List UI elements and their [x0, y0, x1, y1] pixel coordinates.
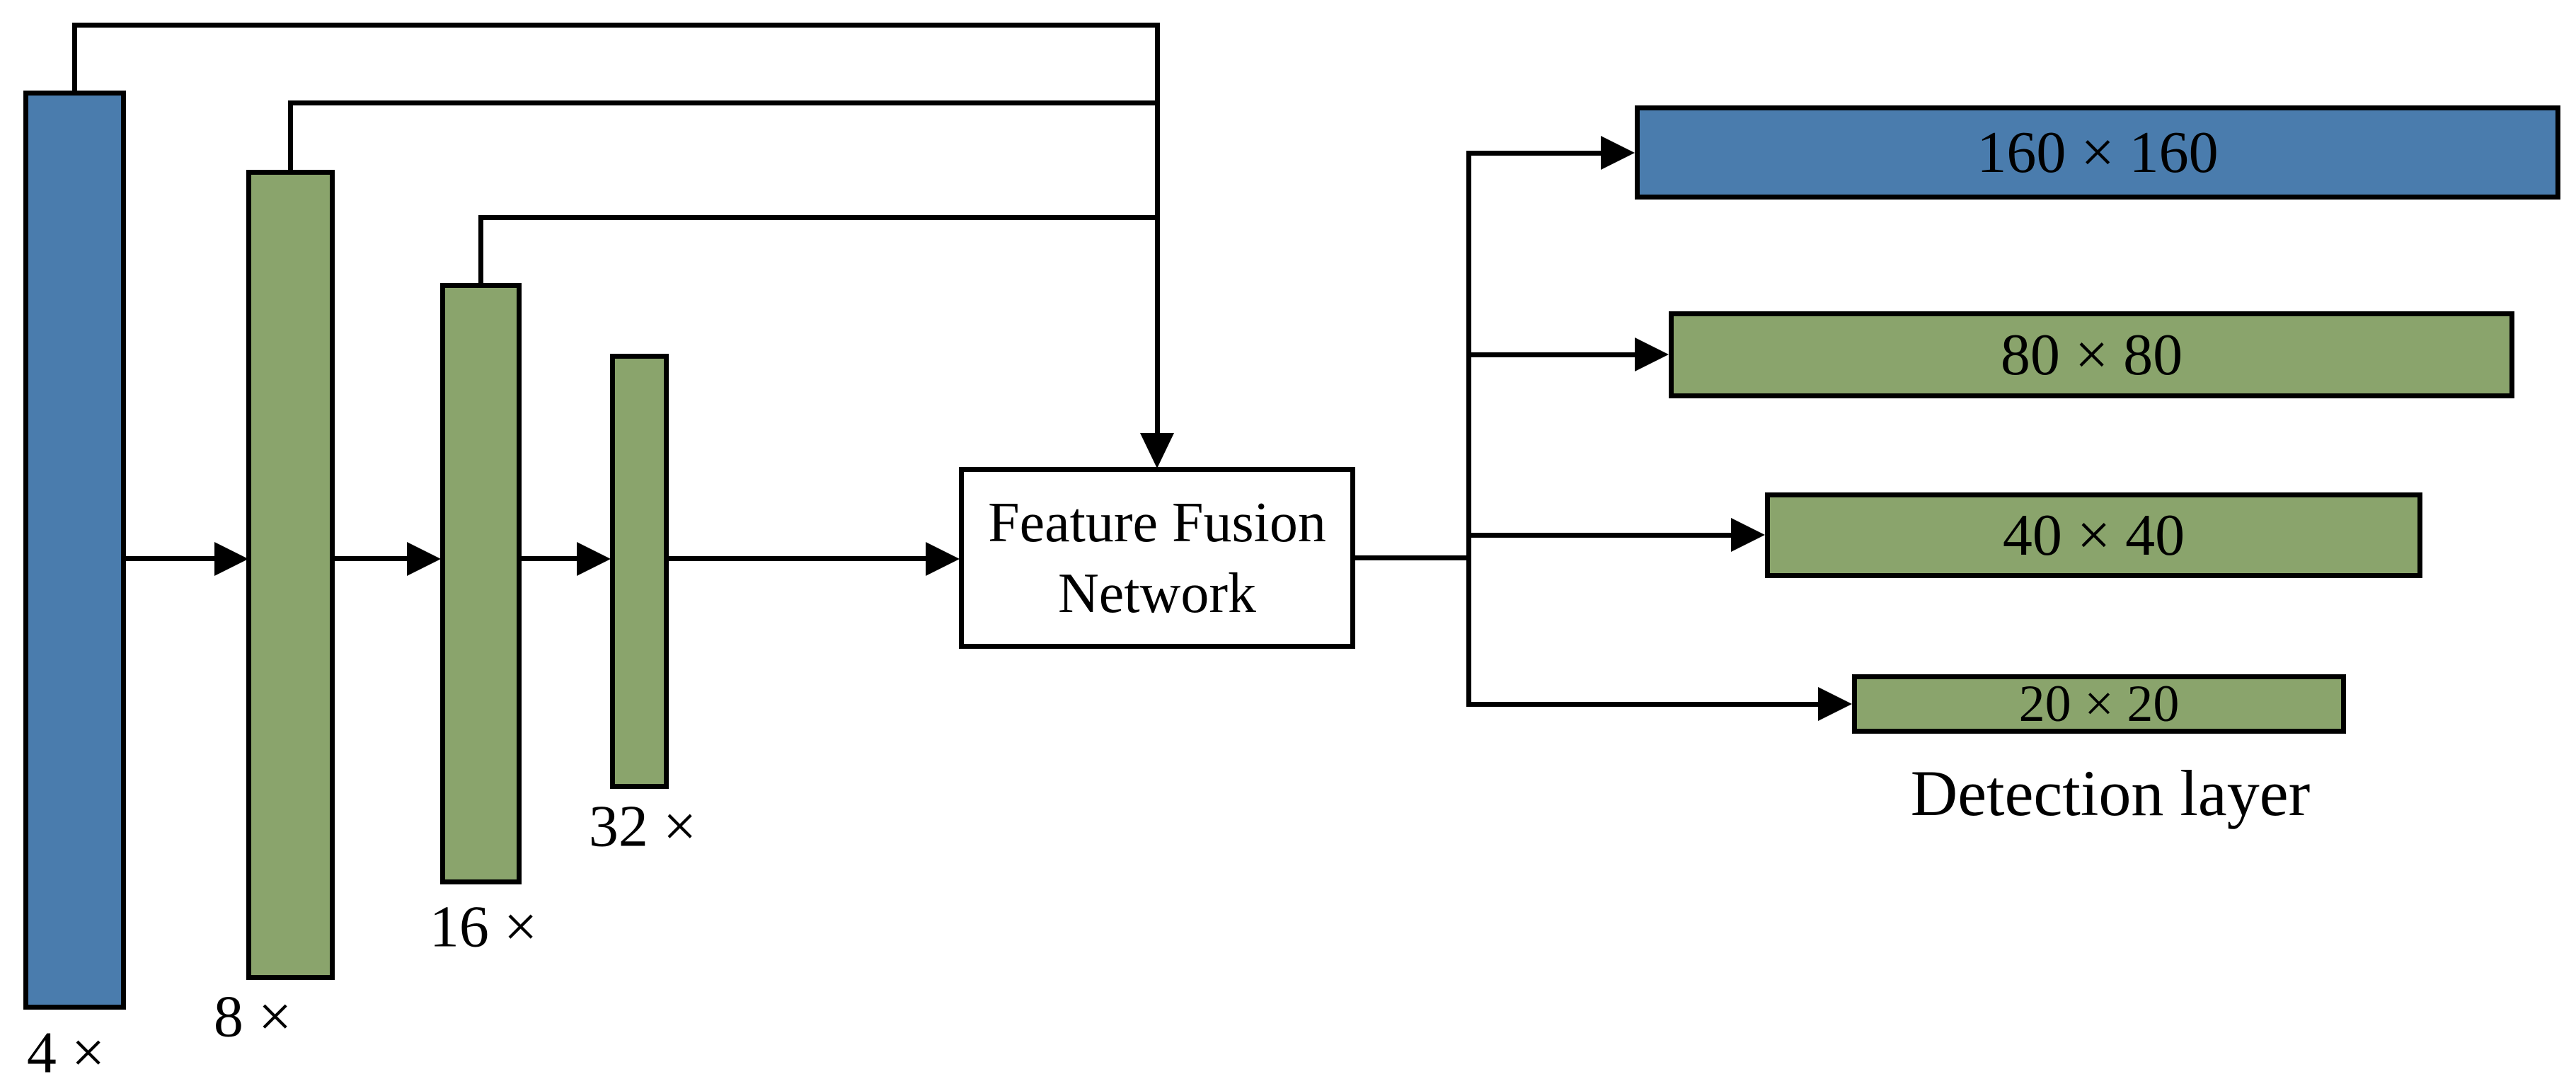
output-bar-80-label: 80 × 80 [2000, 321, 2183, 388]
output-bar-160: 160 × 160 [1635, 105, 2560, 200]
branch-line-40 [1466, 533, 1731, 538]
arrowhead-right-icon [214, 542, 248, 576]
flow-line-8x-16x [335, 556, 407, 561]
skip-line-4x-stub [72, 23, 77, 96]
arrowhead-right-icon [577, 542, 611, 576]
arrowhead-right-icon [407, 542, 441, 576]
flow-line-4x-8x [126, 556, 214, 561]
feature-fusion-network-box: Feature Fusion Network [959, 467, 1355, 649]
arrowhead-right-icon [926, 542, 960, 576]
detection-layer-caption: Detection layer [1910, 757, 2311, 829]
flow-line-32x-fusion [669, 556, 926, 561]
fanout-splitter-line [1466, 151, 1471, 707]
arrowhead-down-icon [1140, 433, 1174, 468]
branch-line-20 [1466, 702, 1818, 707]
output-bar-80: 80 × 80 [1669, 311, 2514, 398]
output-bar-20-label: 20 × 20 [2018, 675, 2180, 733]
skip-line-8x-stub [288, 100, 293, 175]
feature-fusion-title-line1: Feature Fusion [988, 491, 1326, 554]
backbone-bar-32x [610, 354, 669, 789]
skip-line-8x [288, 100, 1160, 105]
backbone-label-16x: 16 × [429, 894, 538, 960]
branch-line-160 [1466, 151, 1601, 156]
fusion-output-line [1350, 555, 1471, 560]
arrowhead-right-icon [1818, 687, 1852, 721]
arrowhead-right-icon [1635, 337, 1669, 371]
output-bar-20: 20 × 20 [1852, 674, 2346, 734]
flow-line-16x-32x [522, 556, 577, 561]
skip-line-16x [478, 215, 1160, 220]
backbone-label-4x: 4 × [26, 1020, 105, 1086]
output-bar-40-label: 40 × 40 [2002, 502, 2185, 568]
skip-line-16x-stub [478, 215, 483, 288]
backbone-label-8x: 8 × [213, 983, 292, 1050]
arrowhead-right-icon [1601, 136, 1635, 170]
skip-line-4x [72, 23, 1160, 28]
backbone-bar-8x [246, 170, 335, 980]
backbone-bar-16x [440, 283, 522, 884]
arrowhead-right-icon [1731, 518, 1765, 552]
backbone-label-32x: 32 × [588, 793, 697, 860]
backbone-bar-4x [23, 91, 126, 1010]
feature-fusion-title-line2: Network [1058, 562, 1256, 625]
output-bar-160-label: 160 × 160 [1977, 119, 2219, 185]
output-bar-40: 40 × 40 [1765, 492, 2422, 578]
branch-line-80 [1466, 352, 1635, 357]
fusion-input-trunk [1155, 23, 1160, 433]
